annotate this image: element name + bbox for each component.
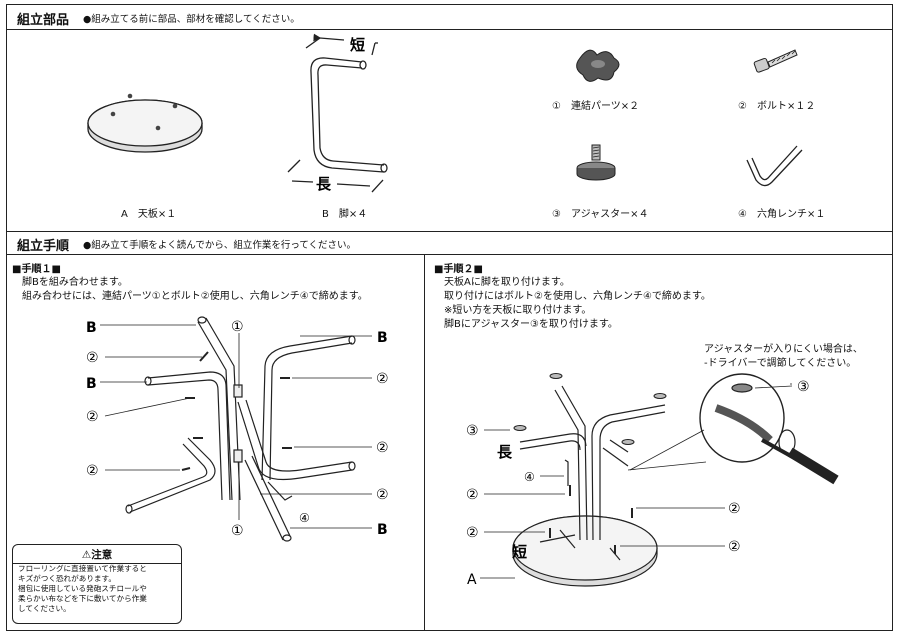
part-4-label: ④ 六角レンチ×１ xyxy=(738,209,826,220)
caution-line-2: キズがつく恐れがあります。 xyxy=(18,574,116,583)
step2-callout-short: 短 xyxy=(512,543,527,561)
step2-callout-2-1: ② xyxy=(466,487,479,503)
caution-line-1: フローリングに直接置いて作業すると xyxy=(18,564,147,573)
step1-callout-b-1: B xyxy=(86,320,97,336)
step1-callout-2-6: ② xyxy=(376,487,389,503)
procedure-note: ●組み立て手順をよく読んでから、組立作業を行ってください。 xyxy=(83,240,357,251)
step2-line-3: ※短い方を天板に取り付けます。 xyxy=(444,305,592,316)
parts-note: ●組み立てる前に部品、部材を確認してください。 xyxy=(83,14,300,25)
step2-callout-a: A xyxy=(467,572,477,588)
step2-adjusters xyxy=(513,373,667,445)
part-b-label: B 脚×４ xyxy=(322,209,368,220)
step2-callout-2-2: ② xyxy=(466,525,479,541)
step2-hint-2: -ドライバーで調節してください。 xyxy=(704,358,857,369)
step2-callout-3-2: ③ xyxy=(797,379,810,395)
caution-line-4: 柔らかい布などを下に敷いてから作業 xyxy=(18,594,147,603)
caution-title: ⚠注意 xyxy=(13,545,181,564)
caution-box: ⚠注意 フローリングに直接置いて作業すると キズがつく恐れがあります。 梱包に使… xyxy=(12,544,182,624)
step2-callout-long: 長 xyxy=(497,443,513,461)
step1-line-1: 脚Bを組み合わせます。 xyxy=(22,277,128,288)
bolt-part-drawing xyxy=(753,49,798,73)
step1-callout-2-4: ② xyxy=(376,371,389,387)
step2-line-4: 脚Bにアジャスター③を取り付けます。 xyxy=(444,319,618,330)
part-a-label: A 天板×１ xyxy=(121,209,177,220)
hex-wrench-part-drawing xyxy=(746,145,803,187)
step1-callout-4: ④ xyxy=(299,511,310,525)
tabletop-a-drawing xyxy=(87,93,203,153)
connector-part-drawing xyxy=(576,49,620,82)
caution-line-3: 梱包に使用している発砲スチロールや xyxy=(18,584,147,593)
step2-line-2: 取り付けにはボルト②を使用し、六角レンチ④で締めます。 xyxy=(444,291,711,302)
step1-callout-1-1: ① xyxy=(231,319,244,335)
step-divider xyxy=(424,254,426,630)
step1-line-2: 組み合わせには、連結パーツ①とボルト②使用し、六角レンチ④で締めます。 xyxy=(22,291,368,302)
leg-b-drawing xyxy=(287,33,388,193)
step1-callout-2-1: ② xyxy=(86,350,99,366)
instruction-sheet: 組立部品 ●組み立てる前に部品、部材を確認してください。 組立手順 ●組み立て手… xyxy=(6,4,893,631)
part-2-label: ② ボルト×１２ xyxy=(738,101,816,112)
leg-short-label: 短 xyxy=(350,36,365,54)
leg-long-label: 長 xyxy=(316,175,332,193)
step2-callout-2-3: ② xyxy=(728,501,741,517)
step1-callout-2-3: ② xyxy=(86,463,99,479)
step2-title: ■手順２■ xyxy=(434,264,483,275)
procedure-header: 組立手順 ●組み立て手順をよく読んでから、組立作業を行ってください。 xyxy=(7,231,892,255)
step1-drawing xyxy=(100,316,372,542)
step1-callout-b-2: B xyxy=(86,376,97,392)
step2-drawing xyxy=(480,373,839,587)
step1-title: ■手順１■ xyxy=(12,264,61,275)
step1-callout-2-5: ② xyxy=(376,440,389,456)
step2-hint-1: アジャスターが入りにくい場合は、 xyxy=(704,344,863,355)
step1-callout-1-2: ① xyxy=(231,523,244,539)
procedure-title: 組立手順 xyxy=(17,239,70,254)
part-1-label: ① 連結パーツ×２ xyxy=(552,101,640,112)
part-3-label: ③ アジャスター×４ xyxy=(552,209,649,220)
step1-callout-b-4: B xyxy=(377,522,388,538)
step2-callout-2-4: ② xyxy=(728,539,741,555)
adjuster-part-drawing xyxy=(576,144,616,181)
step1-callout-2-2: ② xyxy=(86,409,99,425)
step2-line-1: 天板Aに脚を取り付けます。 xyxy=(444,277,570,288)
parts-title: 組立部品 xyxy=(17,13,70,28)
step1-callout-b-3: B xyxy=(377,330,388,346)
caution-line-5: してください。 xyxy=(18,604,71,613)
step2-callout-4: ④ xyxy=(524,470,535,484)
parts-header: 組立部品 ●組み立てる前に部品、部材を確認してください。 xyxy=(7,5,892,30)
step2-callout-3-1: ③ xyxy=(466,423,479,439)
